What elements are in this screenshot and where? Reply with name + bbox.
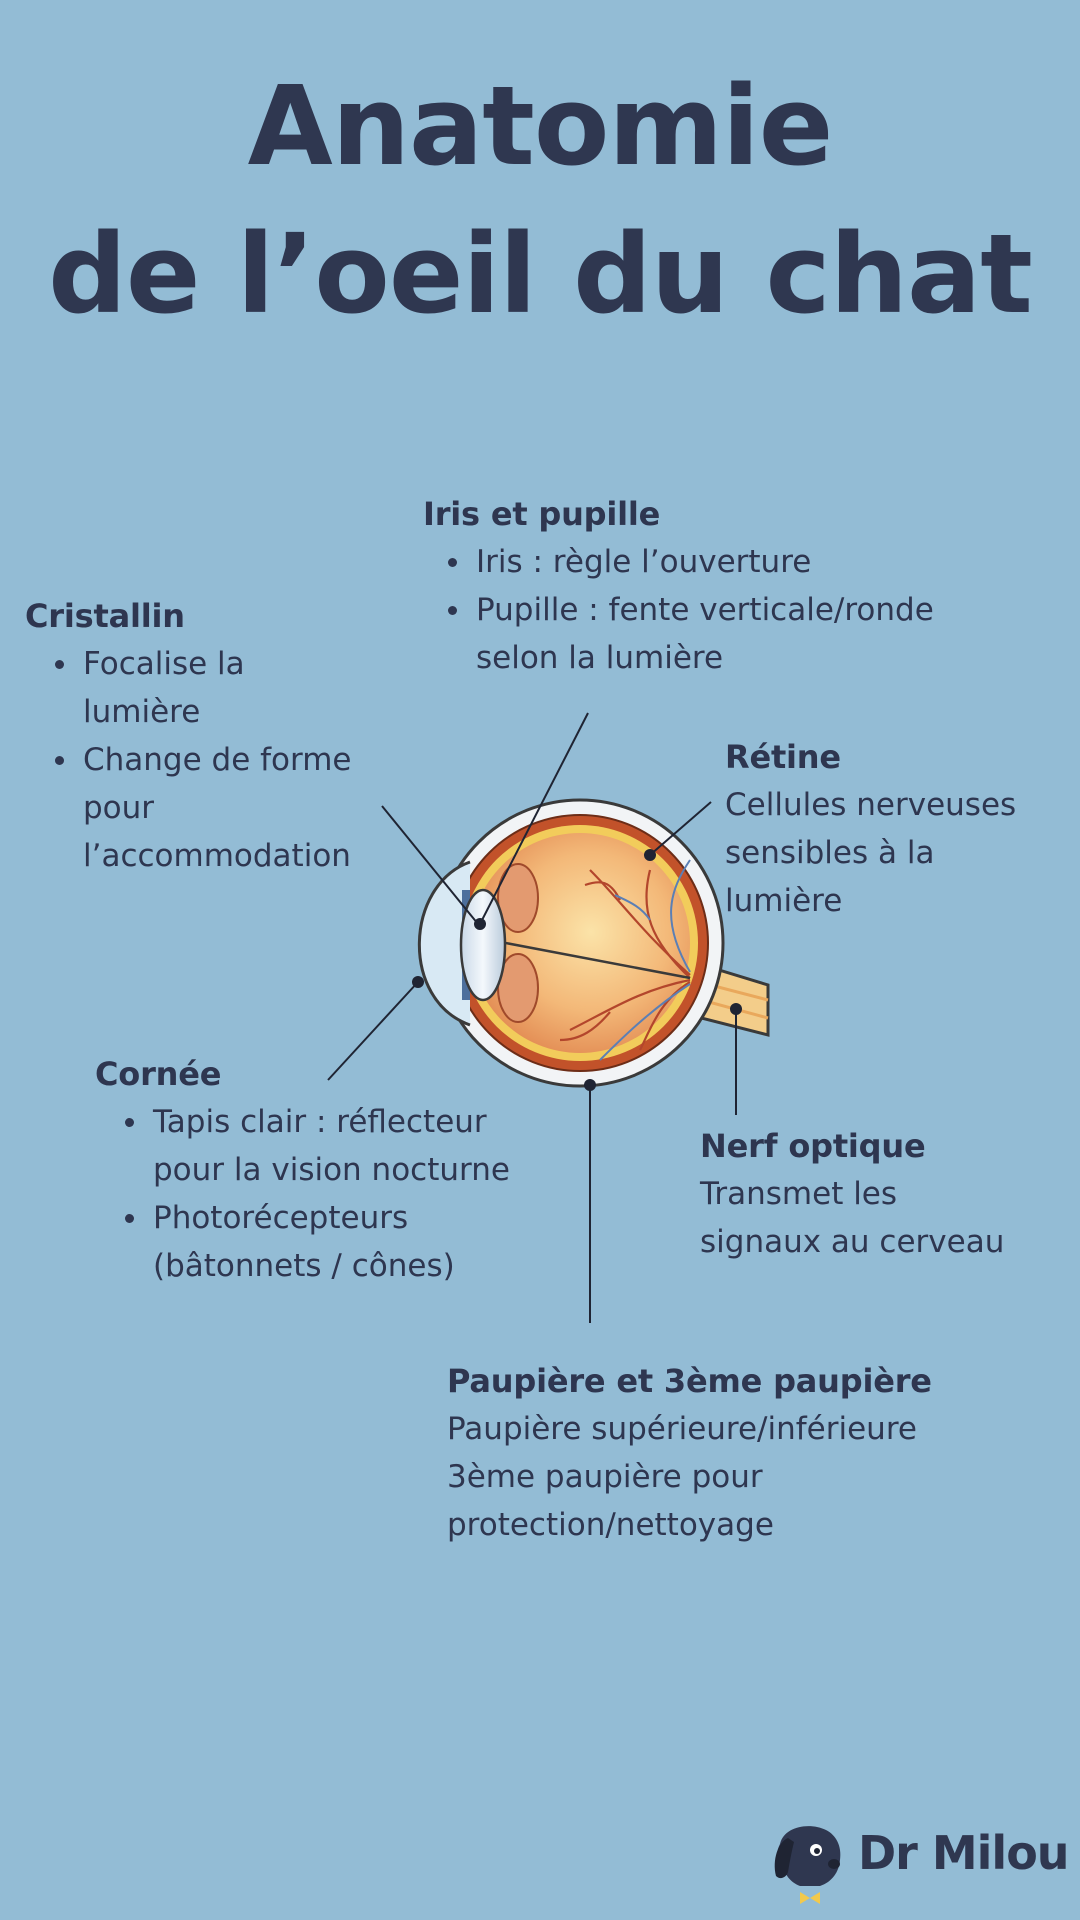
iris-leader-line xyxy=(479,712,589,925)
list-item: Pupille : fente verticale/ronde selon la… xyxy=(418,586,1016,682)
nerf-heading: Nerf optique xyxy=(700,1127,926,1165)
retine-line-2: sensibles à la xyxy=(725,835,935,871)
brand-name: Dr Milou xyxy=(858,1826,1070,1880)
cornee-label-block: Cornée Tapis clair : réflecteur pour la … xyxy=(95,1050,545,1290)
nerf-label-block: Nerf optique Transmet les signaux au cer… xyxy=(700,1122,1070,1266)
lens-shape xyxy=(459,888,507,1002)
page-title: Anatomie de l’oeil du chat xyxy=(0,52,1080,348)
retine-label-block: Rétine Cellules nerveuses sensibles à la… xyxy=(725,733,1070,925)
paupiere-line-2: 3ème paupière pour xyxy=(447,1459,763,1495)
iris-heading: Iris et pupille xyxy=(423,495,661,533)
paupiere-label-block: Paupière et 3ème paupière Paupière supér… xyxy=(447,1357,1067,1549)
retine-line-1: Cellules nerveuses xyxy=(725,787,1017,823)
cornee-leader-line xyxy=(327,981,419,1081)
cornee-heading: Cornée xyxy=(95,1055,222,1093)
leader-dots xyxy=(412,849,742,1091)
cornea-shape xyxy=(417,860,471,1027)
veins xyxy=(599,859,691,1061)
brand-logo: Dr Milou xyxy=(770,1820,1070,1904)
cristallin-label-block: Cristallin Focalise la lumière Change de… xyxy=(25,592,405,880)
iris-label-block: Iris et pupille Iris : règle l’ouverture… xyxy=(423,490,1023,682)
list-item: Iris : règle l’ouverture xyxy=(418,538,1023,586)
eye-anatomy-illustration xyxy=(417,798,770,1088)
ciliary-body-upper xyxy=(497,863,539,933)
cristallin-leader-line xyxy=(381,805,479,925)
paupiere-heading: Paupière et 3ème paupière xyxy=(447,1362,932,1400)
cristallin-bullets: Focalise la lumière Change de forme pour… xyxy=(25,640,405,880)
list-item: Tapis clair : réflecteur pour la vision … xyxy=(95,1098,538,1194)
iris-bullets: Iris : règle l’ouverture Pupille : fente… xyxy=(423,538,1023,682)
list-item: Photorécepteurs (bâtonnets / cônes) xyxy=(95,1194,538,1290)
title-line-2: de l’oeil du chat xyxy=(48,210,1033,338)
dog-head-logo-icon xyxy=(774,1826,841,1904)
cristallin-heading: Cristallin xyxy=(25,597,185,635)
list-item: Focalise la lumière xyxy=(25,640,288,736)
retine-heading: Rétine xyxy=(725,738,841,776)
retine-line-3: lumière xyxy=(725,883,843,919)
paupiere-line-1: Paupière supérieure/inférieure xyxy=(447,1411,917,1447)
leader-lines xyxy=(327,712,737,1323)
list-item: Change de forme pour l’accommodation xyxy=(25,736,388,880)
paupiere-line-3: protection/nettoyage xyxy=(447,1507,774,1543)
title-line-1: Anatomie xyxy=(247,62,834,190)
retine-leader-line xyxy=(649,801,712,856)
nerf-line-2: signaux au cerveau xyxy=(700,1224,1005,1260)
cornee-bullets: Tapis clair : réflecteur pour la vision … xyxy=(95,1098,545,1290)
nerf-line-1: Transmet les xyxy=(700,1176,898,1212)
